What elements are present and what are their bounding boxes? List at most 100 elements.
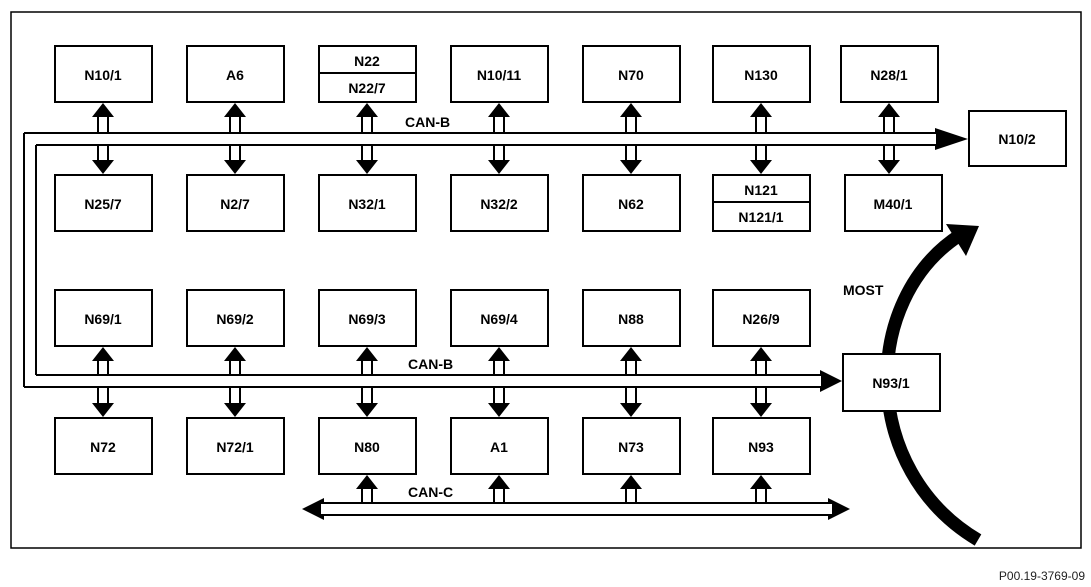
most-label: MOST [843,282,884,298]
can-b-lower-bus [24,374,820,388]
module-label: N69/4 [480,311,518,327]
module-n70: N70 [582,45,681,103]
connector-down-row4 [92,387,114,417]
can-b-lower-arrowhead [820,370,842,392]
connector-down-row4 [224,387,246,417]
module-a1: A1 [450,417,549,475]
module-n32-1: N32/1 [318,174,417,232]
module-label: N22 [354,53,380,69]
connector-down-row2 [224,145,246,174]
module-n32-2: N32/2 [450,174,549,232]
can-b-upper-arrowhead [935,128,968,150]
module-n2-7: N2/7 [186,174,285,232]
module-label: N32/1 [348,196,386,212]
connector-down-row4 [356,387,378,417]
connector-up-row3 [488,347,510,375]
module-label: N80 [354,439,380,455]
connector-up-row1 [488,103,510,133]
module-label: N26/9 [742,311,780,327]
connector-down-row2 [878,145,900,174]
connector-down-row2 [620,145,642,174]
module-label: N25/7 [84,196,122,212]
module-n93-1: N93/1 [842,353,941,412]
module-label: N121/1 [738,209,783,225]
module-label: N121 [744,182,778,198]
module-n72: N72 [54,417,153,475]
module-label: N93 [748,439,774,455]
connector-up-row3 [620,347,642,375]
module-n62: N62 [582,174,681,232]
module-label: A6 [226,67,244,83]
module-n10-2: N10/2 [968,110,1067,167]
can-b-upper-bus [23,132,935,387]
can-c-left-arrowhead [302,498,324,520]
connector-up-can-c [488,475,510,503]
module-n26-9: N26/9 [712,289,811,347]
module-label: N69/1 [84,311,122,327]
module-n80: N80 [318,417,417,475]
connector-up-row1 [878,103,900,133]
module-label: N69/2 [216,311,254,327]
can-c-right-arrowhead [828,498,850,520]
can-b-upper-label: CAN-B [405,114,450,130]
connector-up-can-c [356,475,378,503]
module-n25-7: N25/7 [54,174,153,232]
module-label: M40/1 [874,196,913,212]
module-n10-1: N10/1 [54,45,153,103]
module-label: N130 [744,67,778,83]
module-n10-11: N10/11 [450,45,549,103]
can-c-bus [322,502,830,516]
module-label: N88 [618,311,644,327]
connector-up-row3 [750,347,772,375]
connector-up-row1 [224,103,246,133]
connector-down-row4 [488,387,510,417]
module-a6: A6 [186,45,285,103]
module-label: N2/7 [220,196,250,212]
module-label: N28/1 [870,67,908,83]
module-m40-1: M40/1 [844,174,943,232]
connector-up-can-c [750,475,772,503]
module-n69-3: N69/3 [318,289,417,347]
connector-down-row2 [92,145,114,174]
connector-up-row3 [224,347,246,375]
diagram-frame [10,11,1082,549]
connector-up-can-c [620,475,642,503]
connector-down-row2 [356,145,378,174]
connector-down-row4 [620,387,642,417]
module-label: N32/2 [480,196,518,212]
can-b-lower-label: CAN-B [408,356,453,372]
connector-up-row3 [92,347,114,375]
connector-down-row2 [488,145,510,174]
module-n69-1: N69/1 [54,289,153,347]
module-n22: N22 N22/7 [318,45,417,103]
module-n121: N121 N121/1 [712,174,811,232]
module-label: N10/2 [998,131,1036,147]
module-label: A1 [490,439,508,455]
module-label: N69/3 [348,311,386,327]
connector-up-row1 [620,103,642,133]
module-label: N22/7 [348,80,386,96]
connector-up-row3 [356,347,378,375]
module-label: N10/11 [477,67,522,83]
module-n93: N93 [712,417,811,475]
connector-up-row1 [750,103,772,133]
module-label: N70 [618,67,644,83]
reference-code: P00.19-3769-09 [998,569,1085,583]
can-c-label: CAN-C [408,484,453,500]
module-label: N73 [618,439,644,455]
module-label: N62 [618,196,644,212]
module-label: N72 [90,439,116,455]
connector-up-row1 [92,103,114,133]
module-n28-1: N28/1 [840,45,939,103]
module-label: N10/1 [84,67,122,83]
module-n69-2: N69/2 [186,289,285,347]
module-label: N93/1 [872,375,910,391]
module-n130: N130 [712,45,811,103]
module-n73: N73 [582,417,681,475]
module-label: N72/1 [216,439,254,455]
connector-up-row1 [356,103,378,133]
most-ring-arrowhead [946,224,979,256]
connector-down-row4 [750,387,772,417]
module-n88: N88 [582,289,681,347]
